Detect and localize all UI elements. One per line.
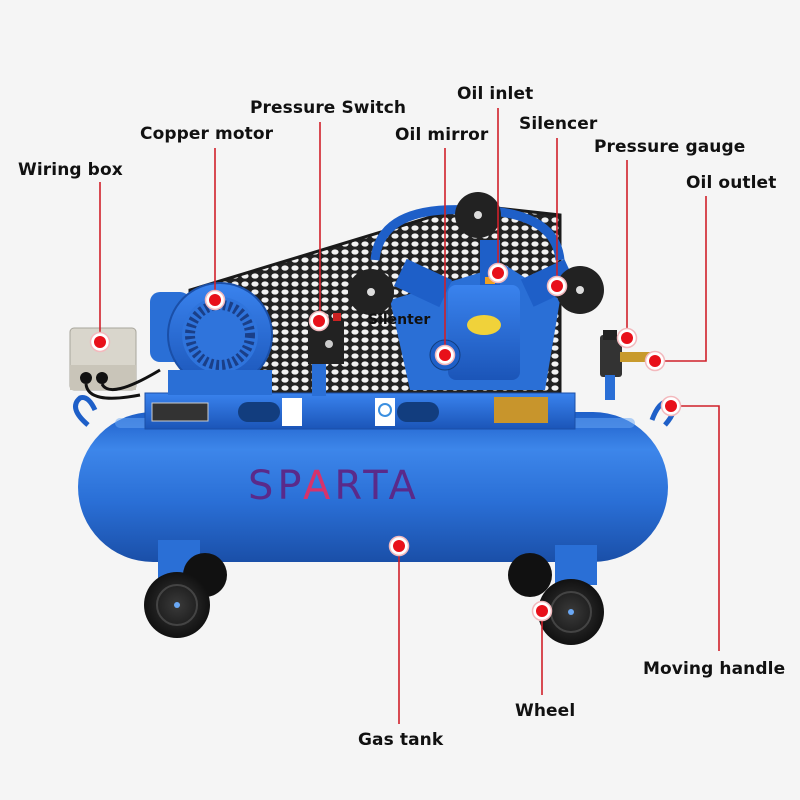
- oil-outlet-marker-dot-icon: [649, 355, 661, 367]
- leader-lines: [89, 108, 720, 724]
- silencers: [348, 192, 604, 315]
- silencer-label: Silencer: [519, 114, 598, 134]
- gas-tank-marker-dot-icon: [393, 540, 405, 552]
- gas-tank-label: Gas tank: [358, 730, 444, 750]
- moving-handle-marker-dot-icon: [665, 400, 677, 412]
- oil-outlet-leader-line: [655, 196, 707, 362]
- brand-prefix: SP: [248, 463, 303, 509]
- oil-mirror-marker-dot-icon: [439, 349, 451, 361]
- motor-body: [150, 282, 273, 395]
- wiring-box-body: [69, 327, 161, 400]
- copper-motor-marker-dot-icon: [209, 294, 221, 306]
- moving-handle-leader-line: [671, 405, 720, 651]
- oil-outlet-label: Oil outlet: [686, 173, 777, 193]
- brand-accent-letter: A: [302, 463, 335, 509]
- brand-suffix: RTA: [334, 463, 420, 509]
- oil-mirror-label: Oil mirror: [395, 125, 489, 145]
- wheels: [144, 553, 604, 645]
- pressure-switch-label: Pressure Switch: [250, 98, 407, 118]
- left-handle: [73, 395, 98, 427]
- brand-logo: SPARTA: [248, 466, 420, 506]
- silencer-marker-dot-icon: [551, 280, 563, 292]
- copper-motor-label: Copper motor: [140, 124, 274, 144]
- moving-handle-label: Moving handle: [643, 659, 786, 679]
- oil-inlet-marker-dot-icon: [492, 267, 504, 279]
- wiring-box-marker-dot-icon: [94, 336, 106, 348]
- base-plate: [144, 392, 576, 430]
- right-foot: [555, 545, 597, 585]
- valve-assembly: [600, 330, 650, 400]
- pressure-switch-marker-dot-icon: [313, 315, 325, 327]
- pressure-gauge-label: Pressure gauge: [594, 137, 746, 157]
- wheel-label: Wheel: [515, 701, 576, 721]
- overlapping-overlay-text: Silenter: [368, 312, 431, 328]
- wiring-box-label: Wiring box: [18, 160, 123, 180]
- wheel-marker-dot-icon: [536, 605, 548, 617]
- oil-inlet-label: Oil inlet: [457, 84, 534, 104]
- pressure-gauge-marker-dot-icon: [621, 332, 633, 344]
